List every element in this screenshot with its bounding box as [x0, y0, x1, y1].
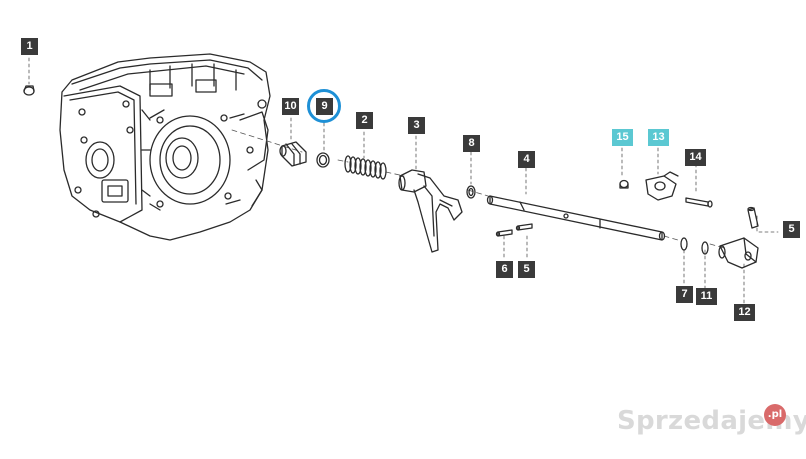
part-6-pin: [495, 229, 513, 237]
part-15-plug: [619, 179, 629, 189]
callout-5-right: 5: [783, 221, 800, 238]
part-7-circlip: [680, 237, 688, 251]
part-3-shift-fork: [398, 169, 463, 253]
part-14-bolt: [685, 197, 713, 208]
part-10-detent-plunger: [279, 141, 307, 167]
part-5-roll-pin-right: [747, 206, 759, 229]
callout-10: 10: [282, 98, 299, 115]
callout-12: 12: [734, 304, 755, 321]
callout-15: 15: [612, 129, 633, 146]
part-5-pin-lower: [515, 223, 533, 231]
part-12-selector-block: [718, 237, 759, 269]
callout-5-lower: 5: [518, 261, 535, 278]
callout-8: 8: [463, 135, 480, 152]
callout-13: 13: [648, 129, 669, 146]
transmission-housing: [59, 53, 271, 241]
callout-1: 1: [21, 38, 38, 55]
part-2-spring: [344, 155, 387, 180]
callout-3: 3: [408, 117, 425, 134]
callout-6: 6: [496, 261, 513, 278]
watermark-badge: .pl: [764, 404, 786, 426]
callout-14: 14: [685, 149, 706, 166]
leader-lines: [28, 57, 779, 305]
callout-7: 7: [676, 286, 693, 303]
callout-4: 4: [518, 151, 535, 168]
part-8-ring: [466, 185, 476, 199]
callout-2: 2: [356, 112, 373, 129]
part-9-o-ring: [316, 152, 330, 168]
part-13-bracket: [645, 171, 679, 201]
part-4-shift-rail: [486, 195, 666, 241]
part-1-plug: [23, 85, 35, 96]
callout-11: 11: [696, 288, 717, 305]
part-11-circlip: [701, 241, 709, 255]
highlight-ring-icon: [307, 89, 341, 123]
